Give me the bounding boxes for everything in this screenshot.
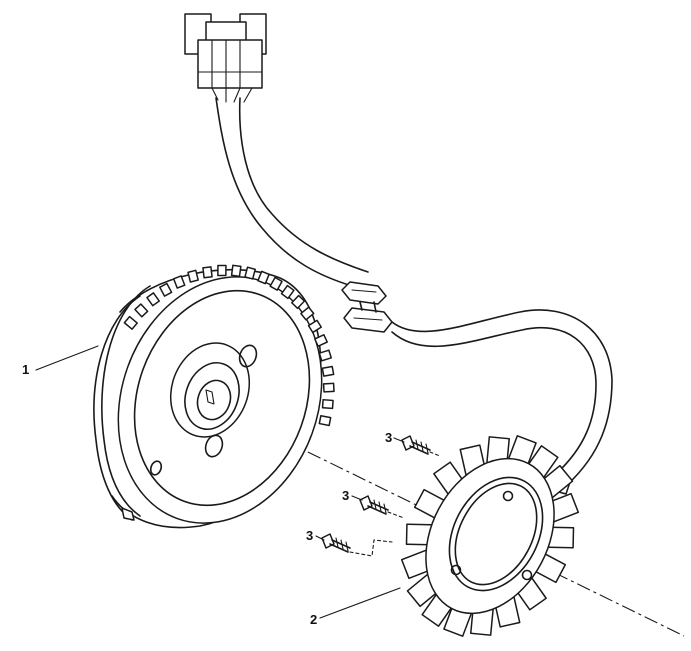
screw-low	[321, 533, 351, 553]
trigger-tooth	[257, 270, 270, 285]
trigger-tooth	[146, 292, 161, 307]
trigger-tooth	[134, 303, 149, 318]
wire-harness	[211, 87, 613, 495]
trigger-tooth	[318, 414, 332, 427]
callout-3-low: 3	[306, 528, 313, 543]
trigger-tooth	[318, 349, 333, 362]
callout-3-mid: 3	[342, 488, 349, 503]
trigger-tooth	[123, 315, 138, 330]
trigger-tooth	[314, 334, 328, 347]
leader-line-3-top	[393, 437, 405, 443]
trigger-tooth	[280, 284, 295, 300]
trigger-tooth	[202, 266, 213, 279]
trigger-tooth	[307, 319, 323, 334]
trigger-tooth	[321, 399, 334, 410]
trigger-tooth	[300, 306, 315, 321]
leader-line-2	[319, 587, 401, 619]
callout-1: 1	[22, 362, 29, 377]
trigger-tooth	[187, 269, 199, 283]
callout-2: 2	[310, 612, 317, 627]
connector-plug	[184, 13, 267, 89]
trigger-tooth	[322, 382, 335, 393]
trigger-tooth	[230, 264, 242, 278]
trigger-tooth	[321, 365, 335, 377]
trigger-tooth	[244, 266, 256, 280]
callout-3-top: 3	[385, 430, 392, 445]
trigger-tooth	[172, 275, 186, 289]
leader-line-3-mid	[351, 495, 363, 501]
leader-line-1	[35, 345, 99, 371]
trigger-tooth	[217, 264, 227, 277]
screw-mid	[359, 495, 389, 515]
screw-top	[401, 435, 431, 455]
stator	[400, 435, 580, 637]
trigger-teeth	[123, 264, 335, 427]
leader-line-3-low	[315, 535, 325, 541]
trigger-tooth	[269, 276, 283, 291]
flywheel	[93, 264, 335, 529]
trigger-tooth	[159, 282, 173, 297]
trigger-tooth	[291, 294, 306, 310]
